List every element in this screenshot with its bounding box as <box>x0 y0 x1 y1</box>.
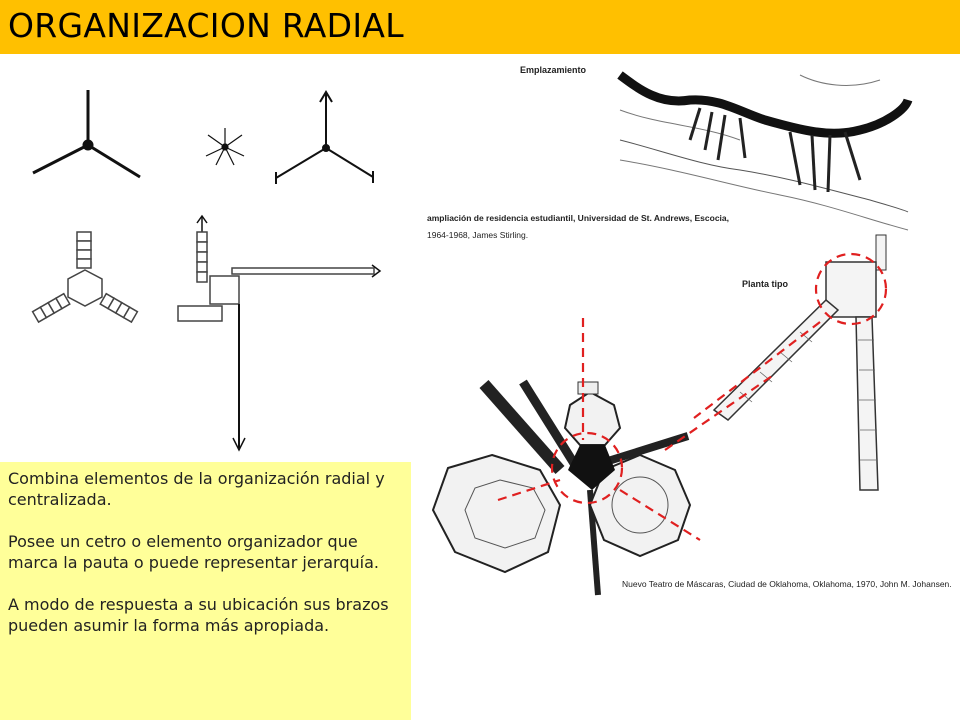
st-andrews-caption-line-1: ampliación de residencia estudiantil, Un… <box>427 213 729 223</box>
note-paragraph-1: Combina elementos de la organización rad… <box>8 469 385 509</box>
theatre-plan <box>431 379 692 596</box>
st-andrews-caption-line-2: 1964-1968, James Stirling. <box>427 230 528 240</box>
title-bar: ORGANIZACION RADIAL <box>0 0 960 54</box>
slide-title: ORGANIZACION RADIAL <box>8 6 404 45</box>
note-paragraph-2: Posee un cetro o elemento organizador qu… <box>8 532 379 572</box>
radial-diagram-three-arms <box>32 90 141 179</box>
site-plan-drawing <box>617 71 913 231</box>
radial-diagram-linear-arms <box>177 214 382 452</box>
site-plan-label: Emplazamiento <box>520 65 587 75</box>
typical-floor-plan <box>712 234 887 491</box>
note-paragraph-3: A modo de respuesta a su ubicación sus b… <box>8 595 389 635</box>
description-note: Combina elementos de la organización rad… <box>0 462 411 720</box>
radial-diagram-arrows <box>275 90 374 184</box>
radial-diagram-hexagon-arms <box>31 231 139 324</box>
theatre-caption: Nuevo Teatro de Máscaras, Ciudad de Okla… <box>622 579 952 589</box>
diagrams-canvas: Emplazamiento ampliación de residencia e… <box>31 65 952 596</box>
typical-floor-label: Planta tipo <box>742 279 789 289</box>
radial-diagram-star <box>205 128 245 166</box>
highlight-markers <box>497 252 888 541</box>
